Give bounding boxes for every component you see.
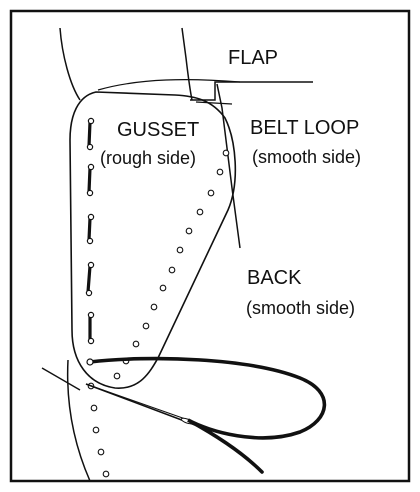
gusset-outline <box>69 91 237 389</box>
label-flap: FLAP <box>228 47 279 69</box>
label-gusset-side: (rough side) <box>100 148 197 168</box>
thread-start-hole <box>86 358 94 366</box>
stitch-end-holes <box>85 117 95 345</box>
label-back: BACK <box>247 267 302 289</box>
label-gusset: GUSSET <box>117 119 200 141</box>
needle-icon <box>85 383 196 426</box>
diagram-frame <box>9 9 411 483</box>
stitch-marks <box>86 120 92 342</box>
stitch-holes-lower <box>87 382 110 478</box>
label-belt-loop-side: (smooth side) <box>252 147 362 167</box>
bottom-edge-line <box>41 367 81 391</box>
thread-loop <box>88 356 327 474</box>
belt-loop-edge-2 <box>195 101 233 105</box>
label-belt-loop: BELT LOOP <box>250 117 360 139</box>
flap-piece-left-edge <box>181 27 193 101</box>
flap-lower-edge <box>97 79 241 91</box>
flap-piece-edge <box>190 81 313 101</box>
back-piece-edge <box>66 359 91 482</box>
stitch-holes-right <box>113 149 230 380</box>
belt-loop-edge-1 <box>216 83 241 249</box>
label-back-side: (smooth side) <box>246 298 356 318</box>
leather-piece-left-edge <box>59 27 81 101</box>
